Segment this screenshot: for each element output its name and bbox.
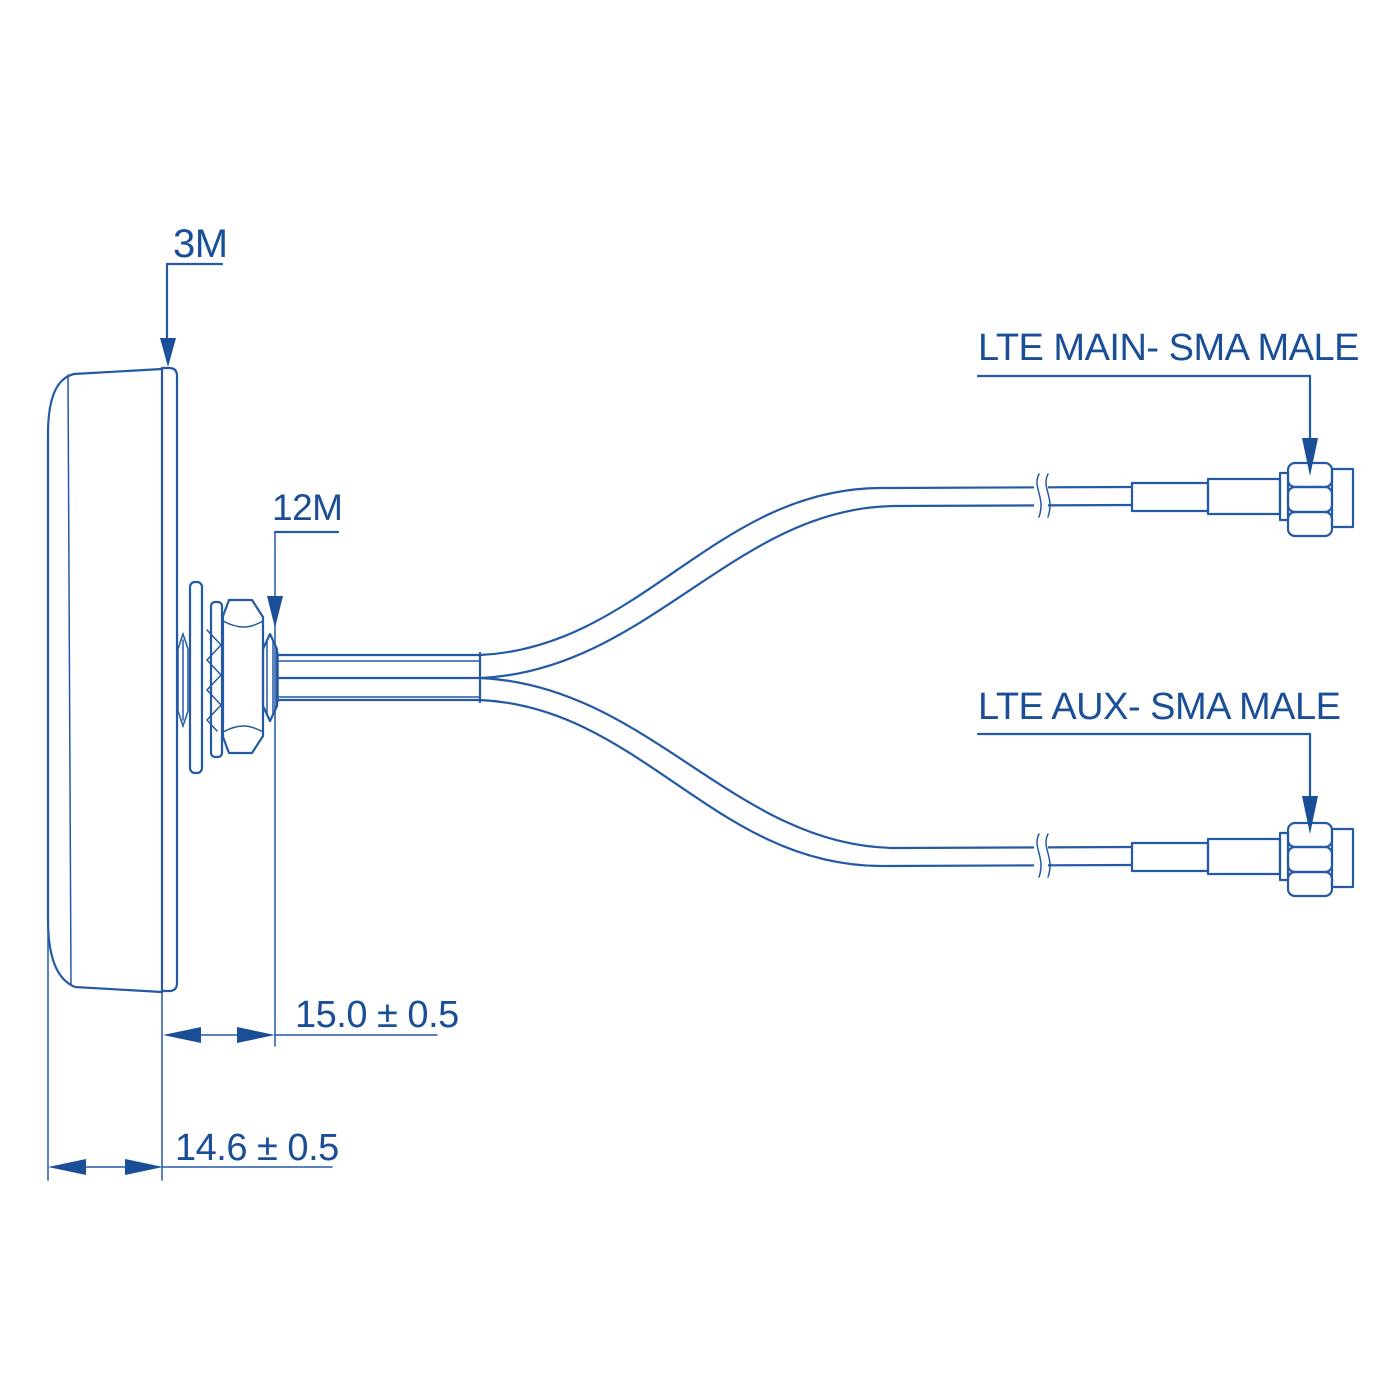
lock-washer-serration — [205, 629, 223, 732]
aux-cable-bottom-edge — [478, 698, 1134, 868]
hex-nut-facet-line-bottom — [222, 725, 264, 733]
arrow-left-icon — [163, 1027, 201, 1043]
rubber-gasket — [177, 631, 189, 729]
callout-cable-length: 3M — [160, 222, 228, 367]
hex-mounting-nut — [221, 598, 265, 755]
callout-thread-size: 12M — [267, 487, 343, 1047]
cable-length-label: 3M — [173, 222, 228, 266]
puck-silhouette — [46, 367, 164, 994]
arrow-right-icon — [237, 1027, 275, 1043]
puck-thickness-value: 14.6 ± 0.5 — [175, 1127, 339, 1169]
puck-base-plate — [160, 366, 179, 993]
main-cable-break-symbol — [1045, 473, 1051, 518]
aux-cable-top-edge — [478, 676, 1134, 850]
arrow-down-icon — [1302, 796, 1318, 834]
puck-dome-rim-line — [67, 374, 72, 985]
hex-nut-facet-line-top — [222, 620, 264, 628]
dimension-stud-protrusion: 15.0 ± 0.5 — [161, 991, 459, 1181]
lte-main-label: LTE MAIN- SMA MALE — [978, 327, 1359, 369]
callout-lte-aux: LTE AUX- SMA MALE — [976, 686, 1341, 834]
spring-washer — [261, 632, 279, 723]
sma-connector-aux — [1130, 821, 1355, 898]
arrow-down-icon — [160, 338, 176, 367]
dimension-puck-thickness: 14.6 ± 0.5 — [47, 929, 339, 1181]
aux-cable-break-symbol — [1036, 833, 1042, 878]
callout-lte-main: LTE MAIN- SMA MALE — [976, 327, 1359, 476]
cable-stem — [276, 651, 482, 704]
main-cable-bottom-edge — [478, 503, 1134, 680]
main-cable-top-edge — [478, 485, 1134, 657]
arrow-down-icon — [267, 596, 283, 628]
main-cable-break-symbol — [1036, 473, 1042, 518]
arrow-down-icon — [1302, 438, 1318, 476]
arrow-right-icon — [125, 1159, 163, 1175]
flat-washer-large — [188, 580, 204, 775]
cable-y-split — [478, 473, 1134, 878]
antenna-puck-side-view — [46, 366, 179, 994]
arrow-left-icon — [48, 1159, 86, 1175]
thread-size-label: 12M — [272, 487, 342, 528]
sma-connector-main — [1130, 461, 1355, 538]
stud-protrusion-value: 15.0 ± 0.5 — [295, 994, 459, 1036]
aux-cable-break-symbol — [1045, 833, 1051, 878]
mounting-hardware — [177, 580, 279, 775]
lte-aux-label: LTE AUX- SMA MALE — [978, 686, 1340, 728]
